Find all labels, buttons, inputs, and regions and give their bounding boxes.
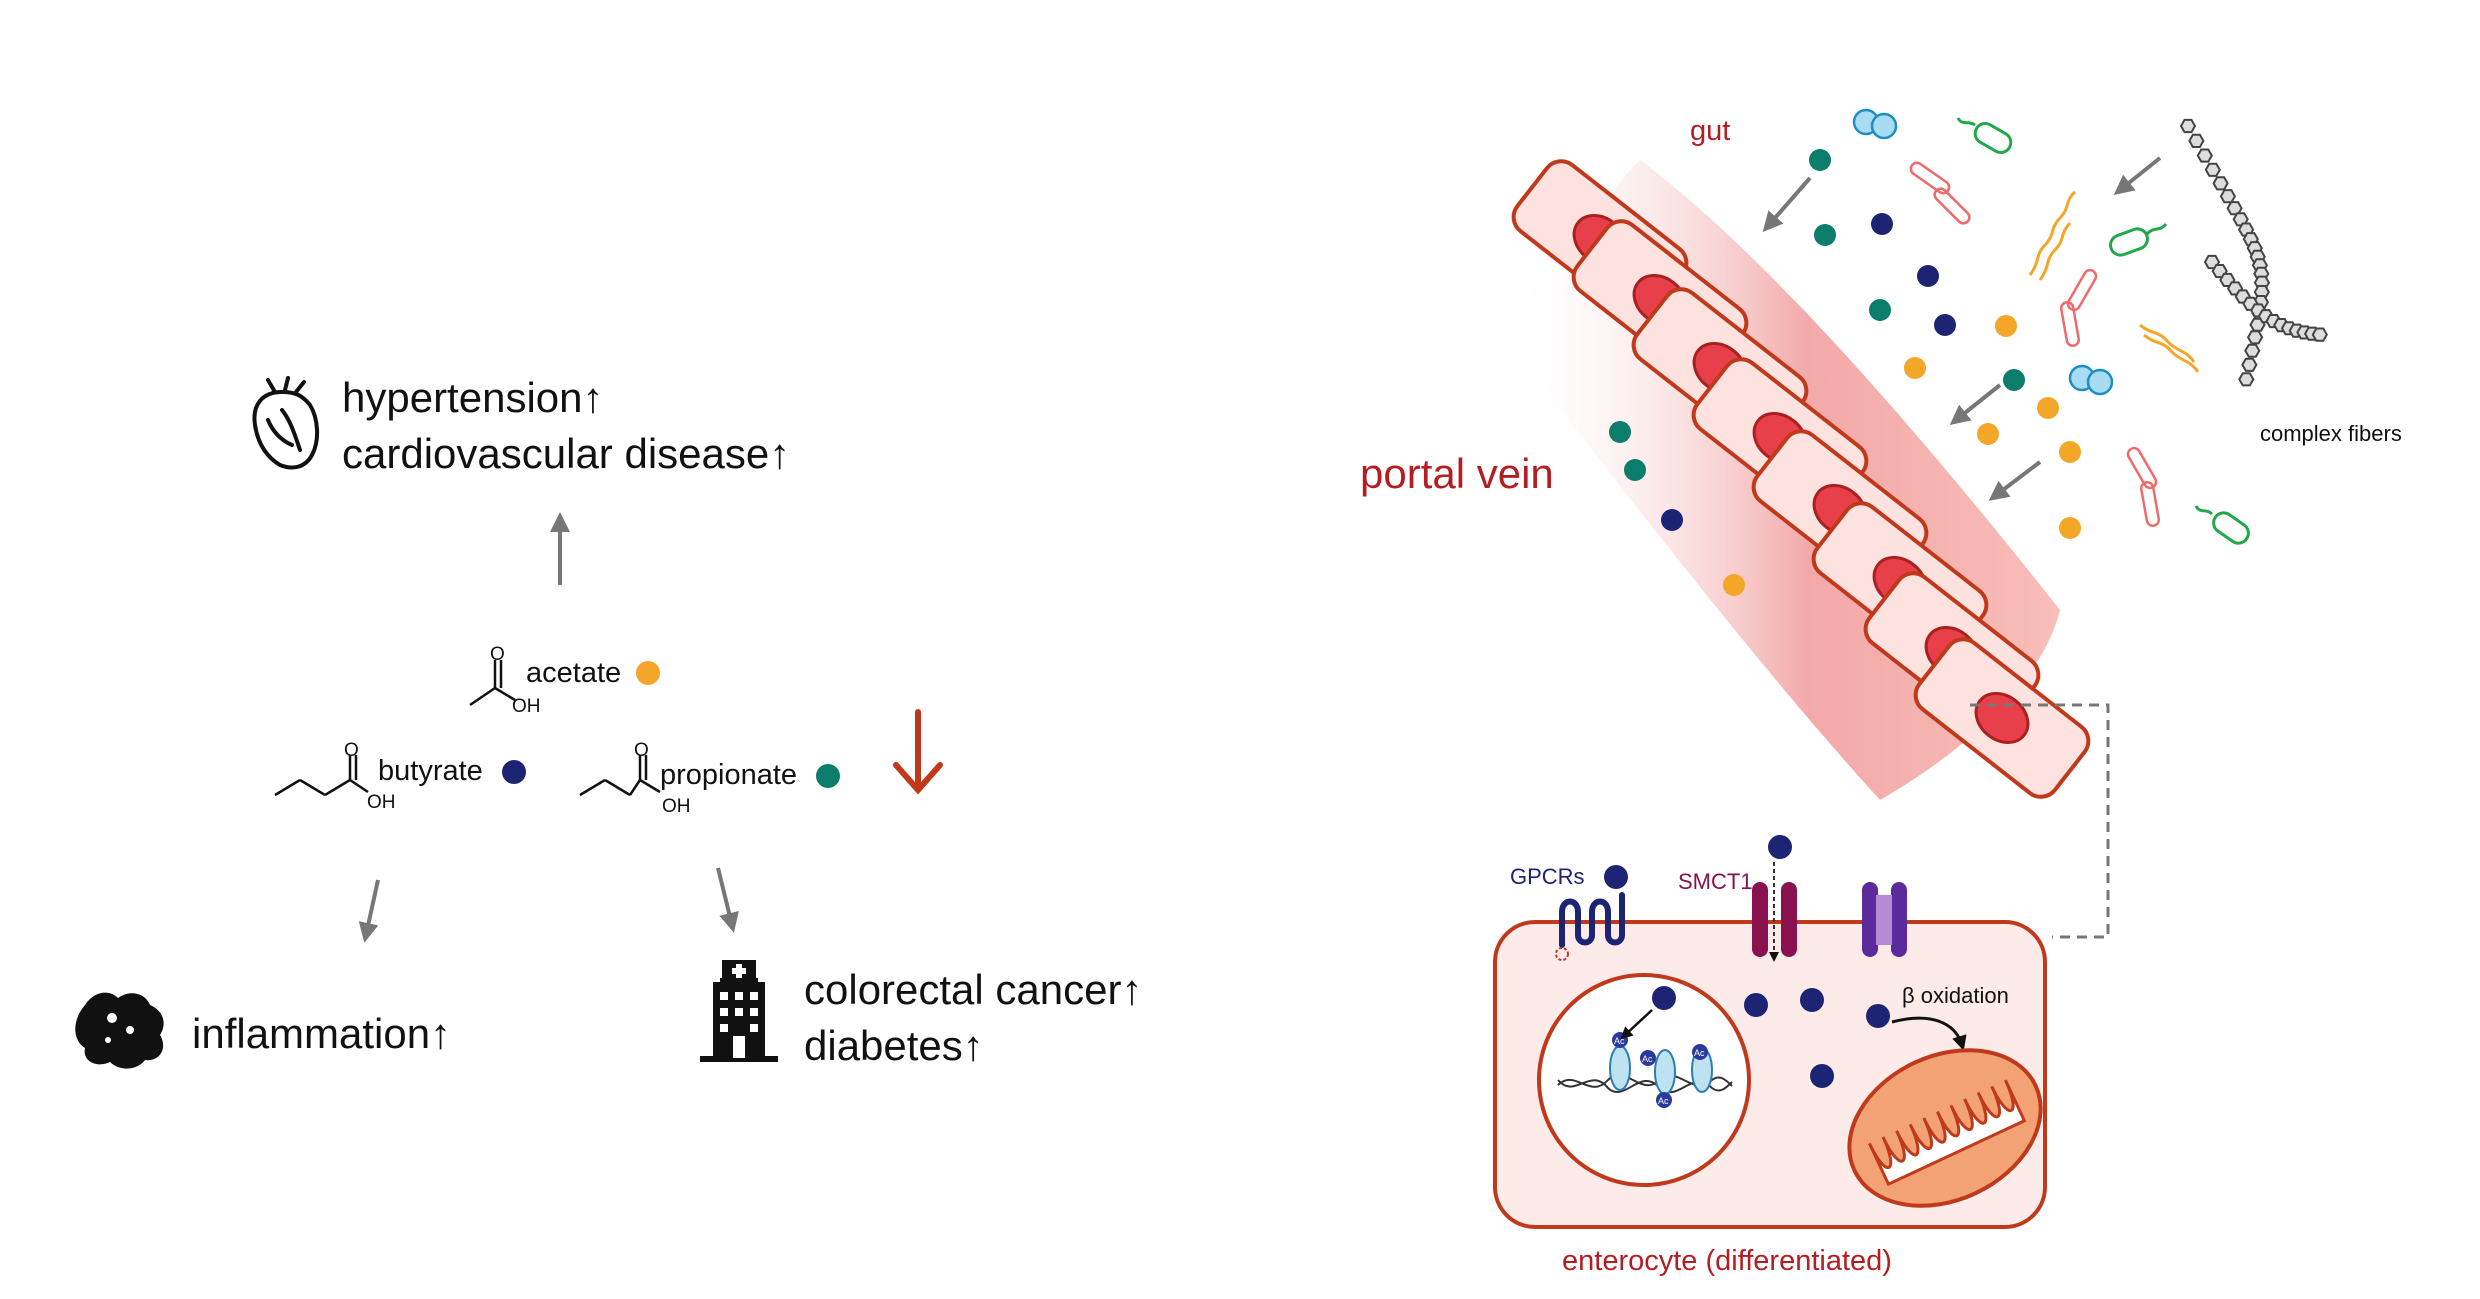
butyrate-dot xyxy=(1661,509,1683,531)
decrease-arrow-icon xyxy=(893,709,943,795)
butyrate-dot xyxy=(1652,986,1676,1010)
acetate-dot xyxy=(636,661,660,685)
cardiovascular-label: cardiovascular disease↑ xyxy=(342,430,790,477)
gpcr-receptor-icon xyxy=(1559,892,1625,948)
butyrate-dot xyxy=(1866,1004,1890,1028)
bacteria-flagellated-icon xyxy=(2109,222,2168,257)
propionate-dot xyxy=(1814,224,1836,246)
bacteria-flagellated-icon xyxy=(1956,117,2013,154)
propionate-dot xyxy=(1624,459,1646,481)
smct1-label: SMCT1 xyxy=(1678,869,1753,894)
propionate-label: propionate xyxy=(660,759,797,791)
butyrate-structure xyxy=(274,755,369,797)
gut-label: gut xyxy=(1690,115,1730,147)
fiber-unit xyxy=(2241,357,2258,372)
inflammation-label: inflammation↑ xyxy=(192,1010,451,1057)
acetate-dot xyxy=(1723,574,1745,596)
diabetes-label: diabetes↑ xyxy=(804,1022,984,1069)
ac-label: Ac xyxy=(1658,1096,1669,1106)
fiber-unit xyxy=(2246,330,2264,345)
nucleus-entry-arrow xyxy=(1620,1009,1653,1040)
butyrate-dot xyxy=(1744,993,1768,1017)
nucleus xyxy=(1537,973,1751,1187)
butyrate-dot xyxy=(502,760,526,784)
bacteria-coccus-icon xyxy=(1852,108,1898,140)
acetate-label: acetate xyxy=(526,657,621,689)
ac-label: Ac xyxy=(1614,1036,1625,1046)
butyrate-dot xyxy=(1917,265,1939,287)
butyrate-dot xyxy=(1800,988,1824,1012)
gut-epithelium xyxy=(1511,159,2091,799)
heart-icon xyxy=(252,376,319,470)
propionate-dot xyxy=(1609,421,1631,443)
bacteria-coccus-icon xyxy=(2068,364,2114,396)
fiber-unit xyxy=(2219,189,2237,204)
fiber-unit xyxy=(2212,176,2229,191)
colorectal-cancer-label: colorectal cancer↑ xyxy=(804,966,1142,1013)
propionate-dot xyxy=(1869,299,1891,321)
uptake-arrows xyxy=(1762,156,2162,501)
fiber-unit xyxy=(2204,162,2221,177)
fiber-unit xyxy=(2244,343,2261,358)
portal-vein-label: portal vein xyxy=(1360,450,1554,497)
acetate-dot xyxy=(1995,315,2017,337)
butyrate-dot xyxy=(1934,314,1956,336)
acetate-dot xyxy=(2059,441,2081,463)
butyrate-dot xyxy=(1768,835,1792,859)
acetate-o: O xyxy=(490,644,505,665)
zoom-connector xyxy=(1970,703,2110,939)
beta-oxidation-arrow xyxy=(1891,1016,1967,1051)
hospital-icon xyxy=(700,960,778,1062)
enterocyte-label: enterocyte (differentiated) xyxy=(1562,1245,1892,1277)
propionate-dot xyxy=(1809,149,1831,171)
fiber-unit xyxy=(2238,372,2255,387)
smct1-transporter-icon xyxy=(1752,882,1797,957)
acetate-dot xyxy=(1904,357,1926,379)
fiber-unit xyxy=(2179,118,2197,134)
propionate-oh: OH xyxy=(662,796,691,817)
complex-fibers-label: complex fibers xyxy=(2260,421,2402,446)
fiber-unit xyxy=(2196,148,2213,163)
beta-oxidation-label: β oxidation xyxy=(1902,983,2009,1008)
complex-fiber-chain xyxy=(2179,118,2328,387)
acetate-oh: OH xyxy=(512,696,541,717)
acetate-dot xyxy=(2037,397,2059,419)
hypertension-label: hypertension↑ xyxy=(342,374,604,421)
propionate-dot xyxy=(2003,369,2025,391)
acetate-structure xyxy=(469,660,516,707)
propionate-structure xyxy=(579,755,661,797)
bacteria-rod-icon xyxy=(1909,161,2161,528)
butyrate-label: butyrate xyxy=(378,755,483,787)
mitochondrion-icon xyxy=(1847,1048,2043,1208)
acetate-dot xyxy=(2059,517,2081,539)
arrow-to-inflammation xyxy=(358,879,380,943)
ac-label: Ac xyxy=(1694,1048,1705,1058)
arrow-to-hospital xyxy=(716,867,739,933)
bacteria-spiral-icon xyxy=(2028,190,2200,373)
butyrate-dot xyxy=(1604,865,1628,889)
gpcrs-label: GPCRs xyxy=(1510,864,1585,889)
ac-label: Ac xyxy=(1642,1054,1653,1064)
bacteria-flagellated-icon xyxy=(2194,505,2250,545)
inflammation-icon xyxy=(75,992,164,1069)
butyrate-dot xyxy=(1871,213,1893,235)
butyrate-o: O xyxy=(344,740,359,761)
butyrate-oh: OH xyxy=(367,792,396,813)
scfa-dots xyxy=(1609,149,2081,596)
butyrate-dot xyxy=(1810,1064,1834,1088)
gprc-signal-icon xyxy=(1555,947,1569,961)
fiber-unit xyxy=(2311,327,2328,342)
propionate-o: O xyxy=(634,740,649,761)
acetyl-marks: Ac Ac Ac Ac xyxy=(1612,1032,1708,1108)
acetate-dot xyxy=(1977,423,1999,445)
transporter-icon xyxy=(1862,882,1907,957)
fiber-unit xyxy=(2188,133,2205,148)
propionate-dot xyxy=(816,764,840,788)
